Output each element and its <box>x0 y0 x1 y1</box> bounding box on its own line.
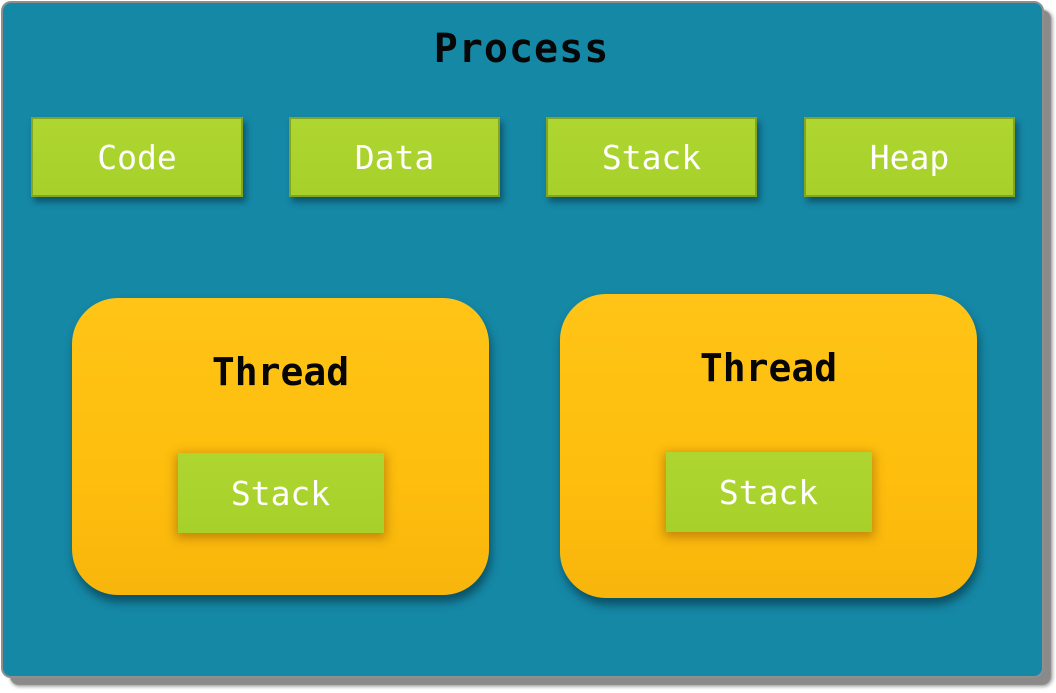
segment-box-heap: Heap <box>804 117 1015 197</box>
segment-box-data: Data <box>289 117 500 197</box>
segment-box-code: Code <box>31 117 243 197</box>
thread-box-2: Thread Stack <box>560 294 977 598</box>
thread-title: Thread <box>211 350 350 394</box>
thread-stack-box: Stack <box>665 452 872 532</box>
thread-title: Thread <box>699 346 838 390</box>
thread-stack-box: Stack <box>177 453 384 533</box>
segment-box-stack: Stack <box>546 117 757 197</box>
process-title: Process <box>433 26 610 72</box>
thread-box-1: Thread Stack <box>72 298 489 595</box>
